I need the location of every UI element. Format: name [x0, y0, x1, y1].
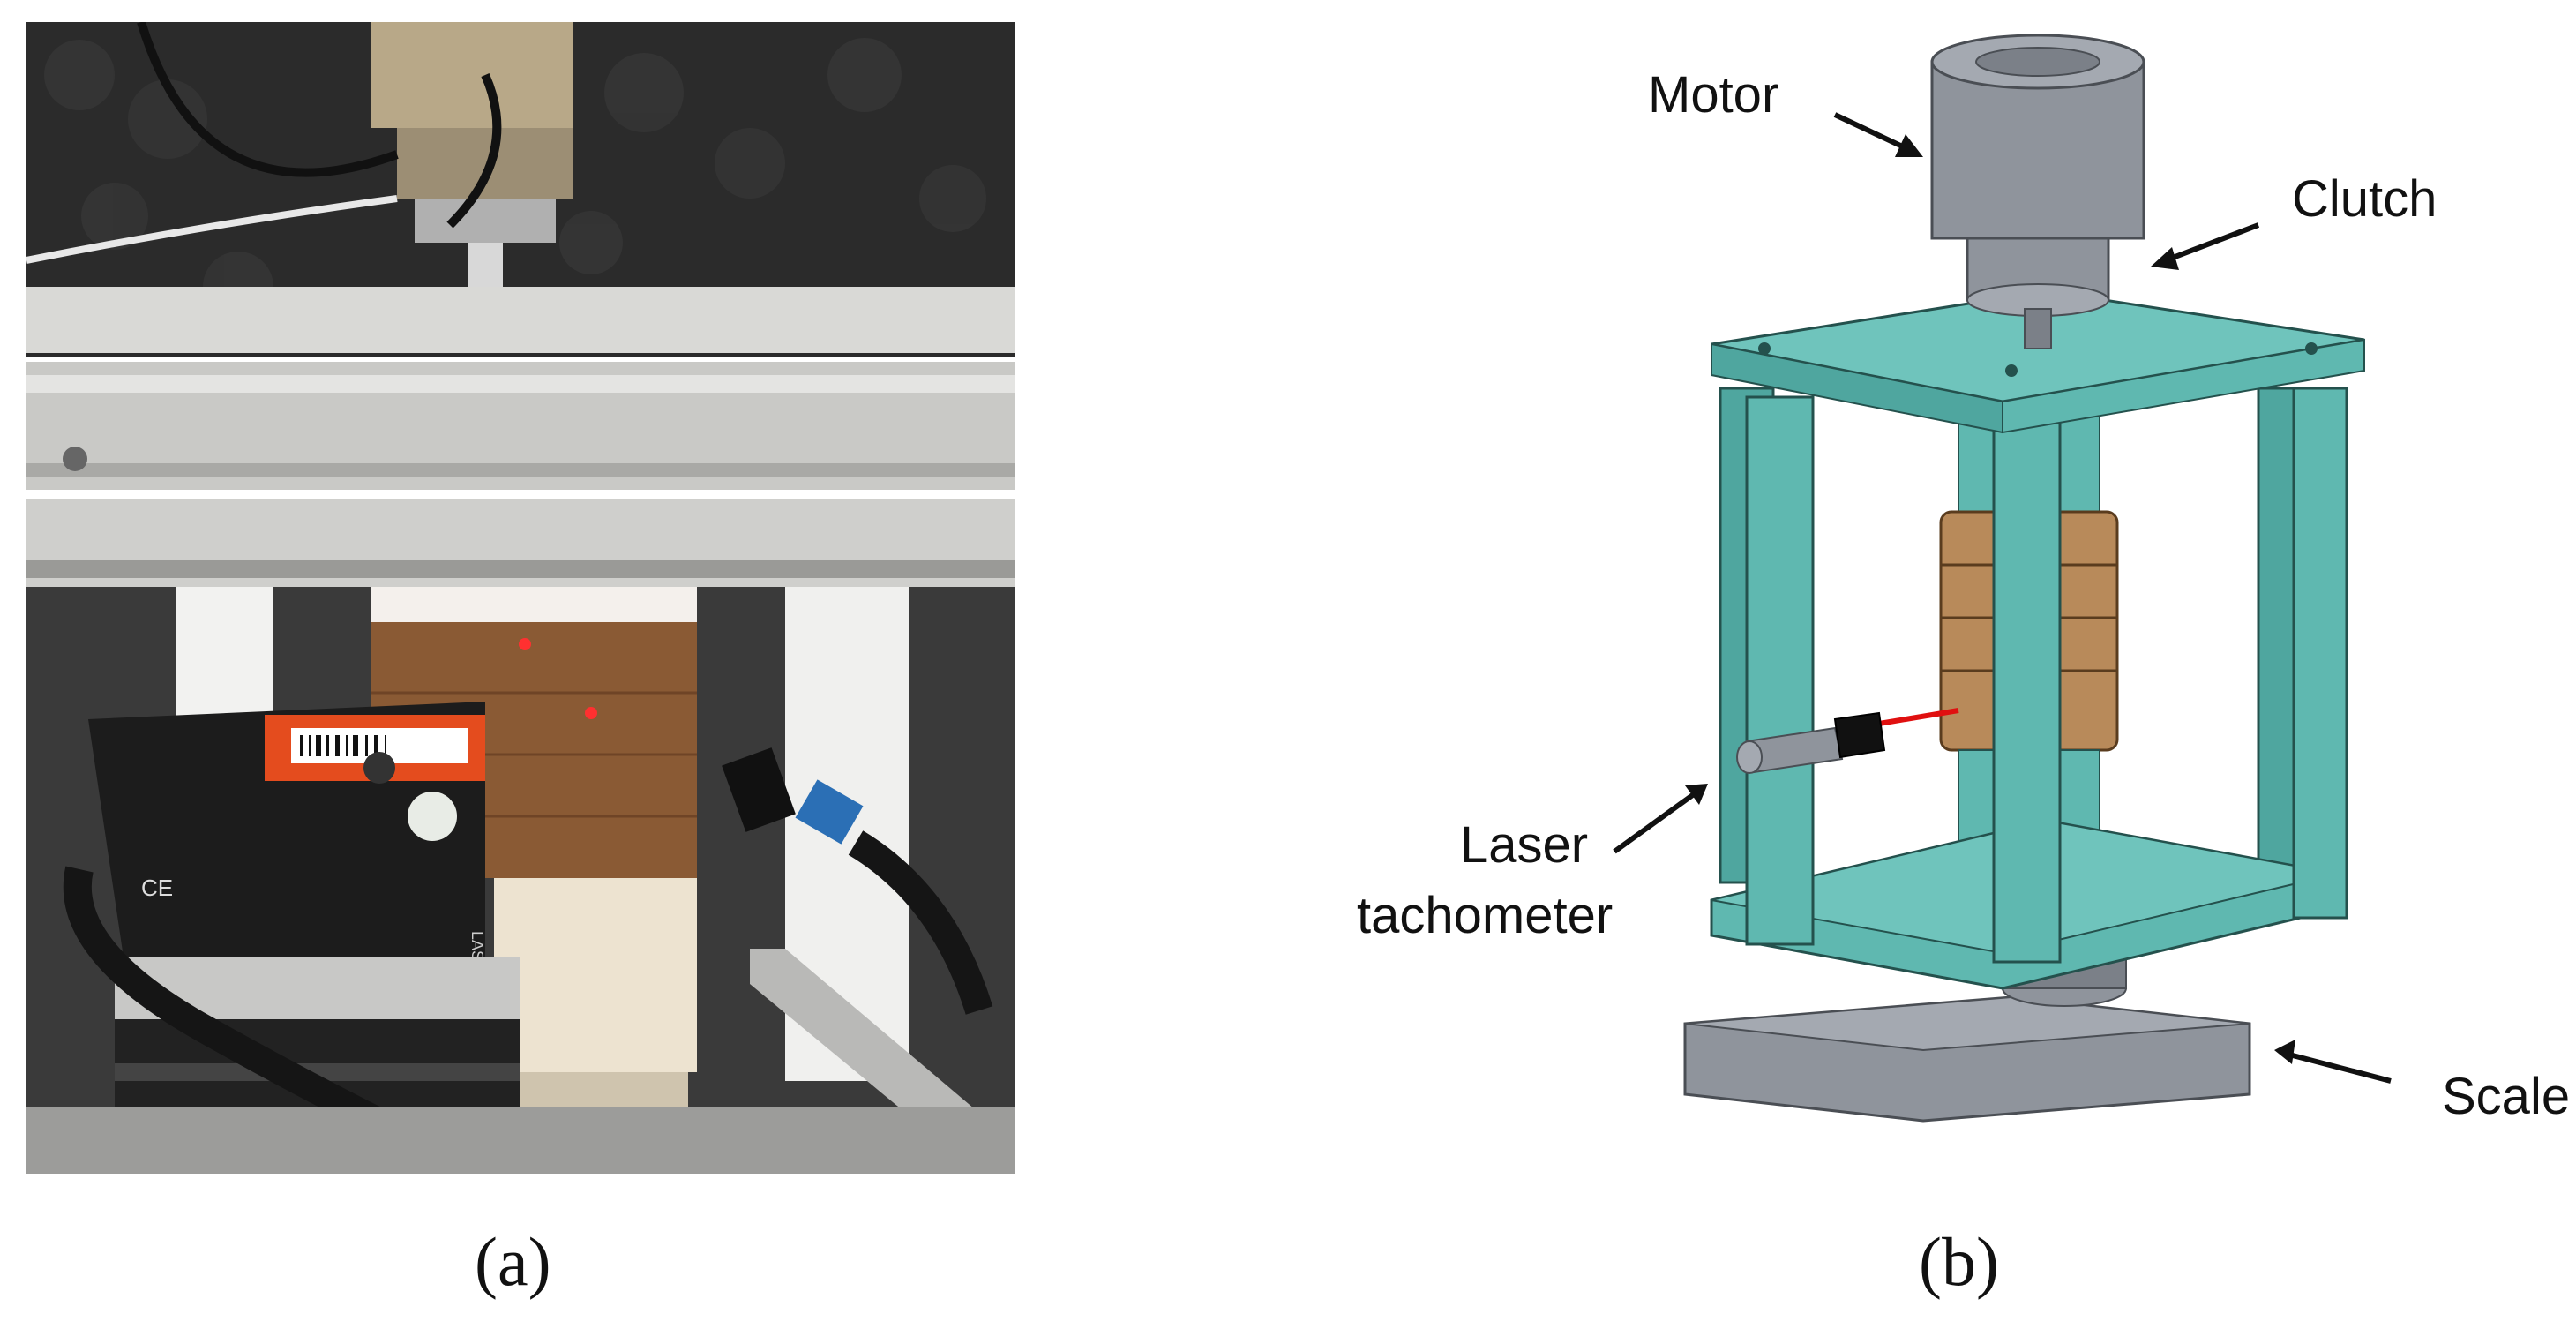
- ce-mark: CE: [141, 875, 173, 901]
- clutch-label: Clutch: [2292, 170, 2437, 228]
- photo-panel: CE LASER ON: [26, 22, 1015, 1174]
- caption-b: (b): [1919, 1223, 1999, 1300]
- motor-label: Motor: [1648, 66, 1779, 124]
- photo-illustration: CE LASER ON: [26, 22, 1015, 1174]
- caption-a: (a): [475, 1223, 551, 1300]
- motor-and-clutch: [1930, 34, 2145, 349]
- scale-label: Scale: [2442, 1068, 2571, 1125]
- cad-panel: Motor Clutch Laser tachometer Scale: [1306, 0, 2576, 1183]
- laser-tachometer-device: [1736, 708, 1959, 774]
- laser-label-line1: Laser: [1460, 816, 1589, 874]
- cad-illustration: [1613, 34, 2392, 1123]
- laser-beam: [1878, 708, 1959, 726]
- laser-label-line2: tachometer: [1357, 887, 1614, 944]
